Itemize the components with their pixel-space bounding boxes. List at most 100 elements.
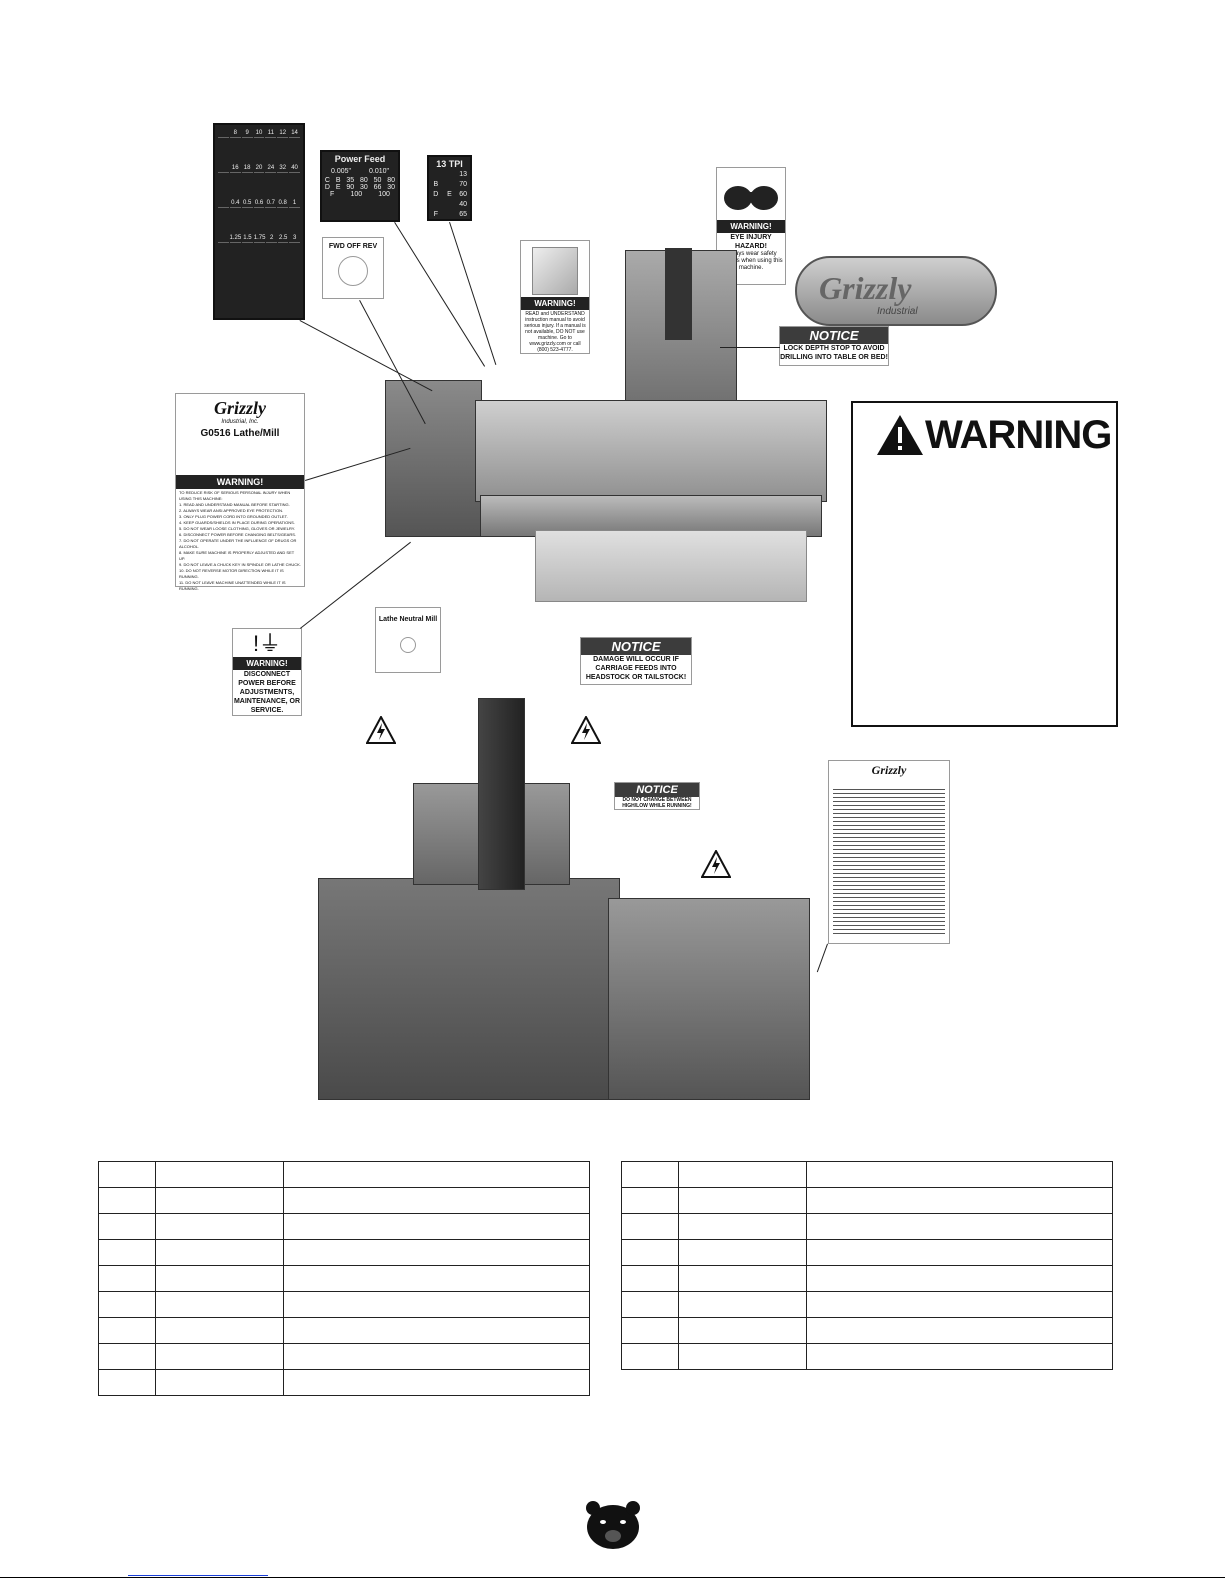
table-cell <box>155 1213 285 1240</box>
table-cell <box>97 1161 157 1188</box>
table-row <box>97 1161 590 1188</box>
table-cell <box>806 1187 1113 1214</box>
electric-hazard-icon <box>366 716 396 744</box>
grizzly-bear-logo-icon <box>586 1501 640 1549</box>
warning-panel: WARNING <box>851 401 1118 727</box>
table-cell <box>283 1265 590 1292</box>
table-cell <box>97 1265 157 1292</box>
table-cell <box>806 1291 1113 1318</box>
table-cell <box>620 1265 680 1292</box>
table-cell <box>806 1161 1113 1188</box>
lathe-mill-machine-photo <box>385 248 835 650</box>
table-row <box>620 1317 1113 1344</box>
table-row <box>620 1187 1113 1214</box>
table-cell <box>620 1317 680 1344</box>
table-cell <box>155 1369 285 1396</box>
table-cell <box>155 1343 285 1370</box>
table-row <box>97 1265 590 1292</box>
table-cell <box>806 1239 1113 1266</box>
table-cell <box>806 1343 1113 1370</box>
footer-rule <box>0 1577 1225 1578</box>
table-cell <box>678 1343 808 1370</box>
switch-circle <box>338 256 368 286</box>
table-cell <box>806 1213 1113 1240</box>
safety-glasses-icon <box>724 186 778 210</box>
table-cell <box>620 1291 680 1318</box>
grizzly-logo-badge: Grizzly Industrial <box>795 256 997 326</box>
warning-triangle-icon <box>877 415 923 455</box>
table-cell <box>678 1239 808 1266</box>
table-row <box>97 1291 590 1318</box>
table-cell <box>155 1265 285 1292</box>
table-cell <box>97 1187 157 1214</box>
leader-line <box>816 943 828 973</box>
table-cell <box>155 1187 285 1214</box>
table-cell <box>678 1213 808 1240</box>
table-cell <box>283 1161 590 1188</box>
table-cell <box>678 1161 808 1188</box>
table-row <box>97 1213 590 1240</box>
table-cell <box>678 1317 808 1344</box>
id-plate-label: Grizzly Industrial, Inc. G0516 Lathe/Mil… <box>175 393 305 591</box>
book-hand-icon <box>532 247 578 295</box>
table-row <box>620 1291 1113 1318</box>
plug-outlet-icon: !⏚ <box>252 631 282 656</box>
lathe-neutral-mill-label: Lathe Neutral Mill <box>375 607 441 673</box>
table-cell <box>678 1291 808 1318</box>
table-cell <box>97 1239 157 1266</box>
table-row <box>620 1265 1113 1292</box>
table-cell <box>283 1343 590 1370</box>
fwd-off-rev-label: FWD OFF REV <box>322 237 384 299</box>
table-cell <box>283 1213 590 1240</box>
table-row <box>620 1161 1113 1188</box>
machine-rear-view-photo <box>318 698 818 1100</box>
table-cell <box>97 1291 157 1318</box>
table-cell <box>97 1317 157 1344</box>
read-manual-warning-label: WARNING! READ and UNDERSTAND instruction… <box>520 240 590 354</box>
table-cell <box>97 1369 157 1396</box>
disconnect-power-warning-label: !⏚ WARNING! DISCONNECT POWER BEFORE ADJU… <box>232 628 302 716</box>
table-cell <box>283 1291 590 1318</box>
table-cell <box>620 1187 680 1214</box>
notice-carriage-label: NOTICE DAMAGE WILL OCCUR IF CARRIAGE FEE… <box>580 637 692 685</box>
electric-hazard-icon <box>701 850 731 878</box>
parts-table-left <box>97 1161 590 1396</box>
leader-line <box>720 347 780 348</box>
table-cell <box>283 1239 590 1266</box>
table-cell <box>620 1239 680 1266</box>
table-cell <box>806 1317 1113 1344</box>
table-row <box>97 1369 590 1396</box>
conversion-table <box>833 786 945 934</box>
conversion-chart-label: Grizzly <box>828 760 950 944</box>
table-row <box>97 1317 590 1344</box>
table-cell <box>155 1161 285 1188</box>
table-row <box>620 1213 1113 1240</box>
table-row <box>97 1343 590 1370</box>
table-cell <box>97 1213 157 1240</box>
table-cell <box>283 1317 590 1344</box>
notice-depth-stop-label: NOTICE LOCK DEPTH STOP TO AVOID DRILLING… <box>779 326 889 366</box>
footer-link-underline <box>128 1575 268 1576</box>
notice-high-low-label: NOTICE DO NOT CHANGE BETWEEN HIGH/LOW WH… <box>614 782 700 810</box>
electric-hazard-icon <box>571 716 601 744</box>
table-cell <box>283 1187 590 1214</box>
table-cell <box>806 1265 1113 1292</box>
table-row <box>97 1239 590 1266</box>
selector-circle <box>400 637 416 653</box>
table-cell <box>283 1369 590 1396</box>
table-cell <box>155 1291 285 1318</box>
table-cell <box>620 1343 680 1370</box>
table-row <box>97 1187 590 1214</box>
table-cell <box>97 1343 157 1370</box>
table-cell <box>155 1317 285 1344</box>
table-row <box>620 1239 1113 1266</box>
table-cell <box>620 1213 680 1240</box>
table-cell <box>678 1187 808 1214</box>
table-cell <box>620 1161 680 1188</box>
table-cell <box>678 1265 808 1292</box>
table-cell <box>155 1239 285 1266</box>
table-row <box>620 1343 1113 1370</box>
